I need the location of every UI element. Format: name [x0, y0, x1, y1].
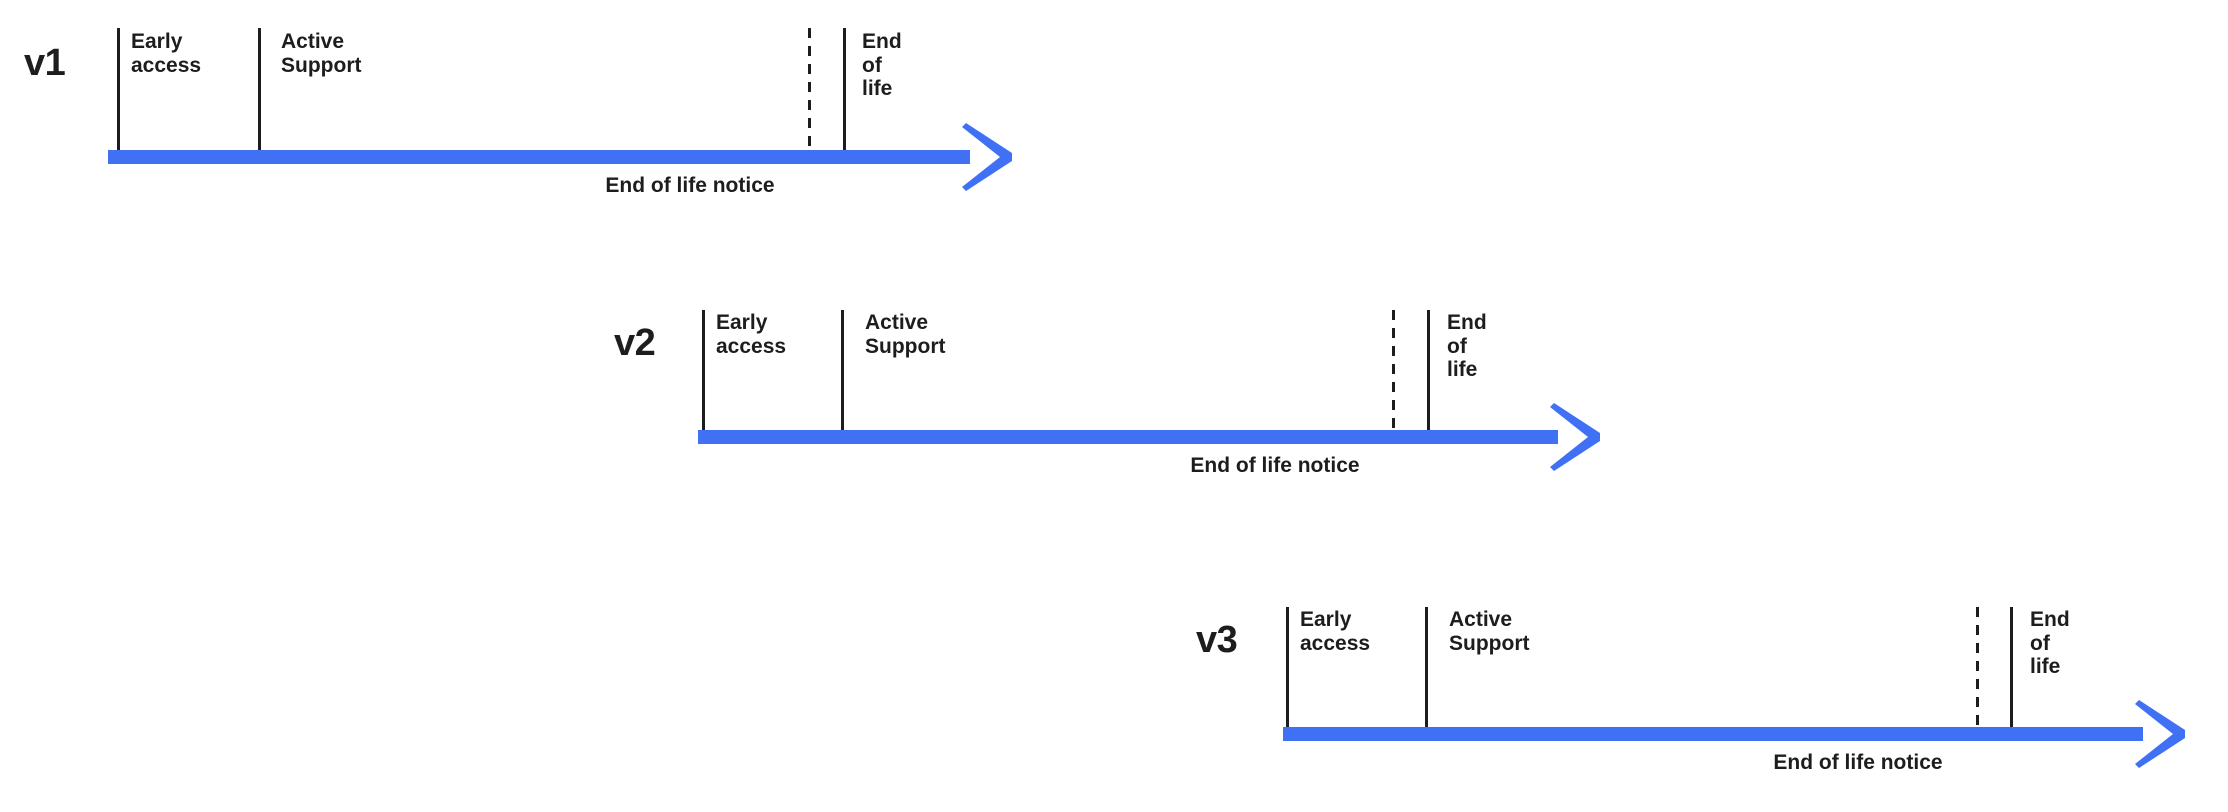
phase-divider-v3-0	[1286, 607, 1289, 729]
phase-divider-v1-1	[258, 28, 261, 150]
version-label-v2: v2	[614, 322, 656, 364]
timeline-bar-v1	[108, 150, 970, 164]
eol-notice-label-v3: End of life notice	[1773, 751, 1943, 774]
eol-notice-marker-v1	[808, 28, 811, 150]
phase-label-v3-0: Early access	[1300, 608, 1371, 655]
phase-label-v2-0: Early access	[716, 311, 787, 358]
version-label-v3: v3	[1196, 619, 1238, 661]
phase-label-v3-2: End of life	[2030, 608, 2070, 679]
eol-notice-label-v1: End of life notice	[605, 174, 775, 197]
phase-label-v1-2: End of life	[862, 30, 902, 101]
phase-label-v2-2: End of life	[1447, 311, 1487, 382]
eol-notice-label-v2: End of life notice	[1190, 454, 1360, 477]
timeline-bar-v3	[1283, 727, 2143, 741]
timeline-bar-v2	[698, 430, 1558, 444]
phase-label-v1-1: Active Support	[281, 30, 362, 77]
phase-label-v3-1: Active Support	[1449, 608, 1530, 655]
eol-notice-marker-v3	[1976, 607, 1979, 729]
phase-divider-v3-3	[2010, 607, 2013, 729]
phase-label-v2-1: Active Support	[865, 311, 946, 358]
phase-divider-v1-3	[843, 28, 846, 150]
eol-notice-marker-v2	[1392, 310, 1395, 432]
version-label-v1: v1	[24, 42, 66, 84]
phase-divider-v1-0	[117, 28, 120, 150]
phase-divider-v3-1	[1425, 607, 1428, 729]
phase-divider-v2-0	[702, 310, 705, 432]
phase-label-v1-0: Early access	[131, 30, 202, 77]
phase-divider-v2-1	[841, 310, 844, 432]
phase-divider-v2-3	[1427, 310, 1430, 432]
